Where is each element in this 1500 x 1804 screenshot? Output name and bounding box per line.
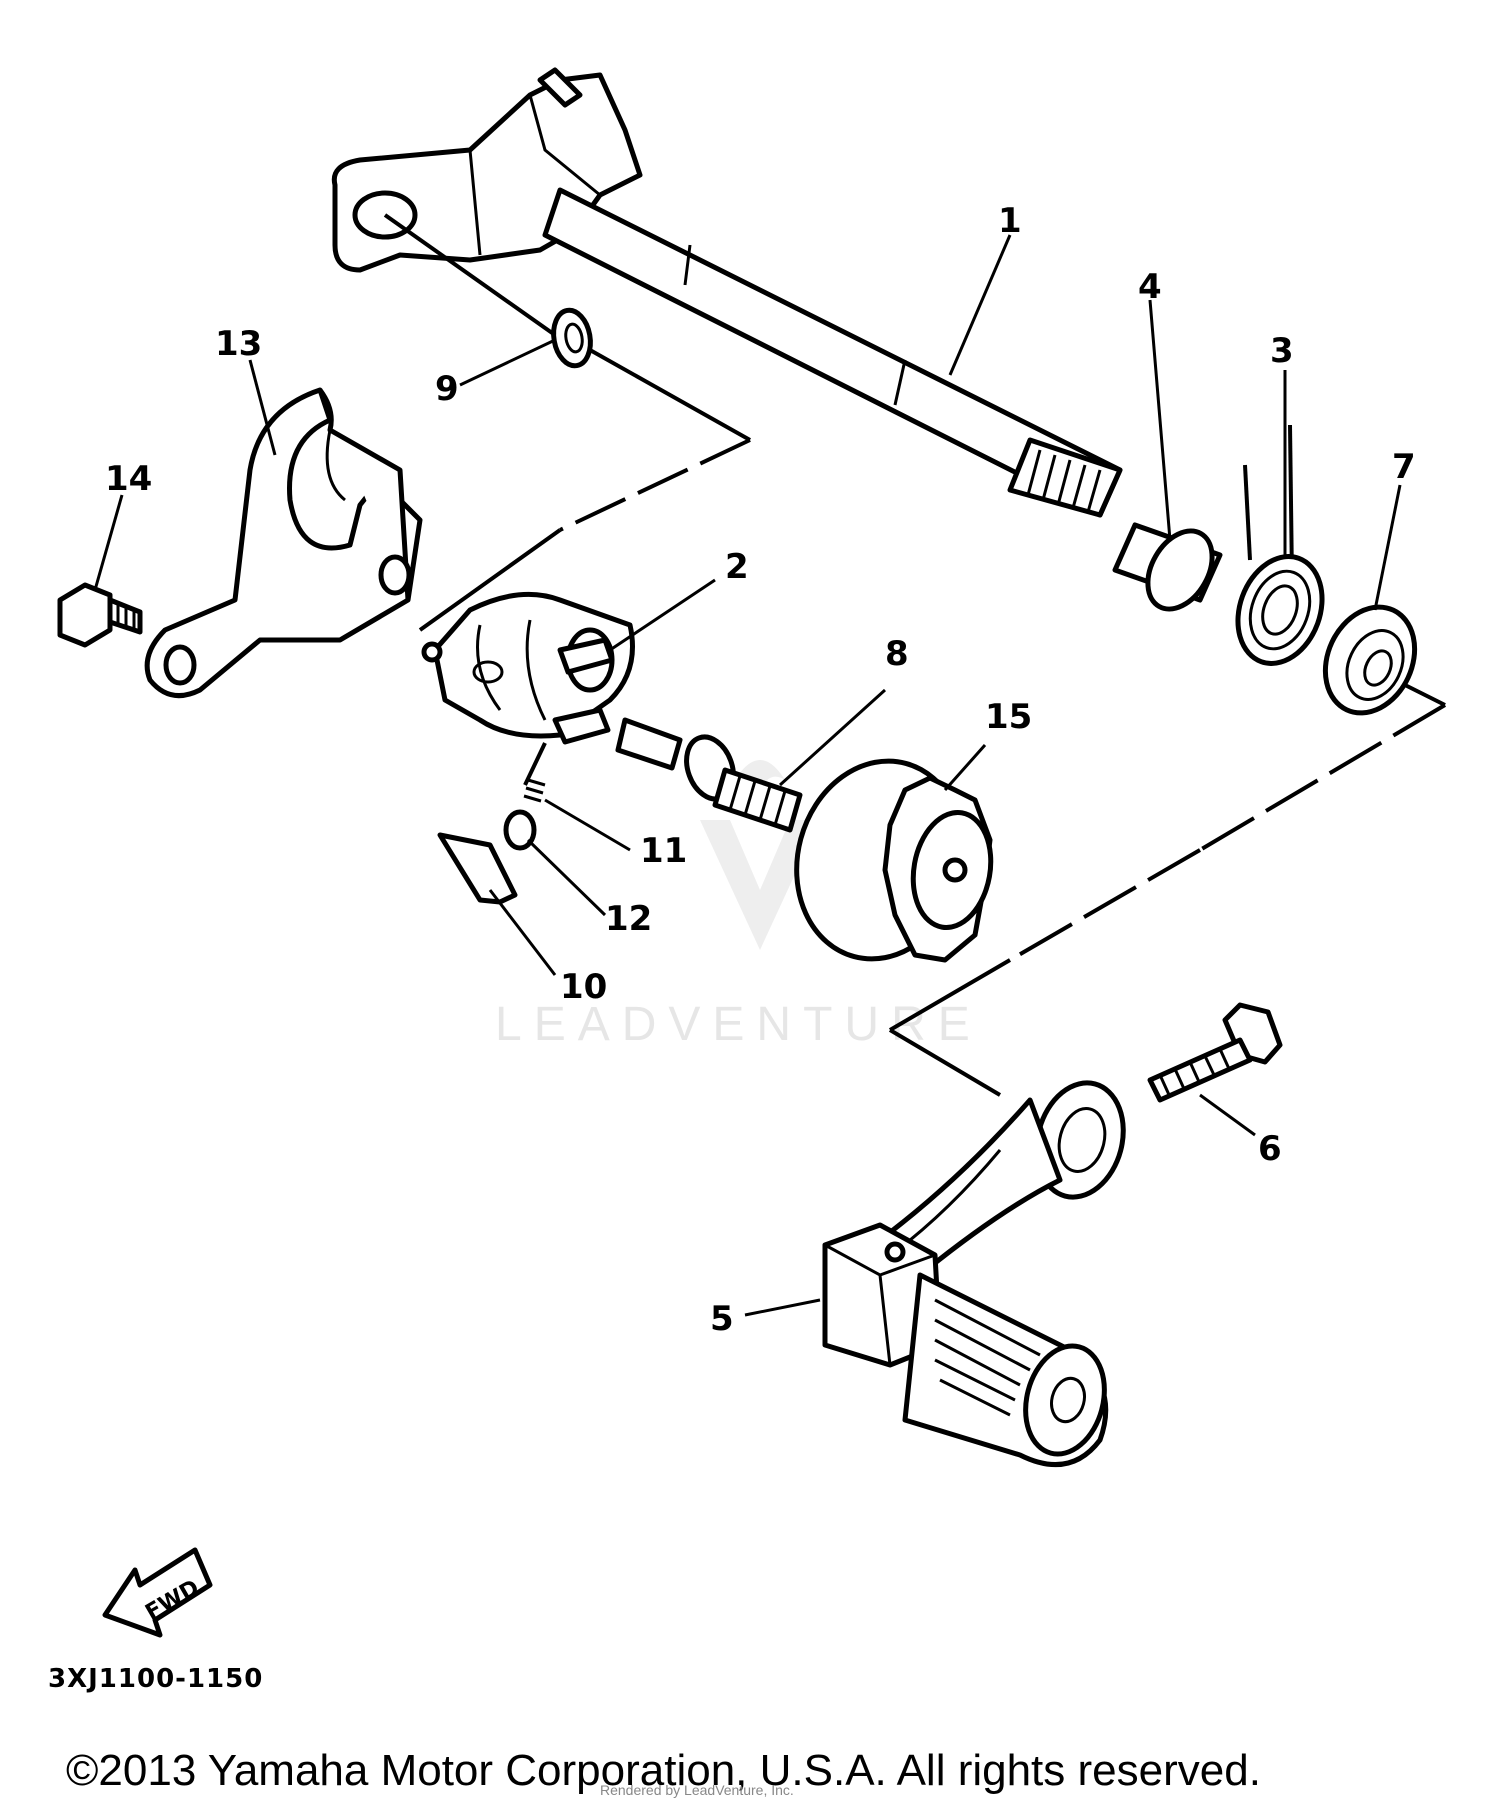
assembly-lines: [383, 213, 1447, 1097]
shift-shaft-part: [331, 67, 1123, 518]
stopper-plate-part: [794, 758, 994, 963]
callout-4: 4: [1138, 267, 1162, 307]
callout-numbers: 1 2 3 4 5 6 7 8 9 10 11 12 13 14 15: [105, 201, 1416, 1339]
callout-5: 5: [710, 1299, 734, 1339]
shift-guide-bolt-part: [615, 717, 803, 833]
callout-1: 1: [998, 201, 1022, 241]
callout-10: 10: [560, 967, 607, 1007]
callout-7: 7: [1392, 447, 1416, 487]
callout-6: 6: [1258, 1129, 1282, 1169]
watermark-small-text: Rendered by LeadVenture, Inc.: [600, 1782, 794, 1798]
leadventure-watermark: LEADVENTURE: [495, 760, 982, 1051]
collar-part: [1112, 522, 1223, 612]
callout-8: 8: [885, 634, 909, 674]
copyright-text: ©2013 Yamaha Motor Corporation, U.S.A. A…: [66, 1746, 1261, 1795]
plate-10-part: [437, 832, 518, 905]
watermark-text: LEADVENTURE: [495, 998, 982, 1051]
segment-part: [421, 591, 635, 745]
callout-11: 11: [640, 831, 687, 871]
detent-ball-part: [503, 809, 537, 851]
callout-12: 12: [605, 899, 652, 939]
callout-2: 2: [725, 547, 749, 587]
callout-9: 9: [435, 369, 459, 409]
diagram-code: 3XJ1100-1150: [48, 1664, 263, 1694]
torsion-spring-part: [1235, 424, 1325, 666]
oil-seal-part: [1322, 604, 1418, 716]
callout-14: 14: [105, 459, 152, 499]
shift-pedal-part: [822, 1080, 1126, 1468]
callout-3: 3: [1270, 331, 1294, 371]
bolt-14-part: [57, 582, 143, 648]
bolt-6-part: [1147, 1002, 1283, 1103]
callout-15: 15: [985, 697, 1032, 737]
washer-part: [551, 307, 593, 369]
leader-lines: [93, 234, 1402, 1317]
callout-13: 13: [215, 324, 262, 364]
fwd-arrow-icon: FWD: [102, 1547, 213, 1638]
stopper-lever-part: [144, 387, 423, 699]
detent-spring-part: [523, 778, 546, 803]
